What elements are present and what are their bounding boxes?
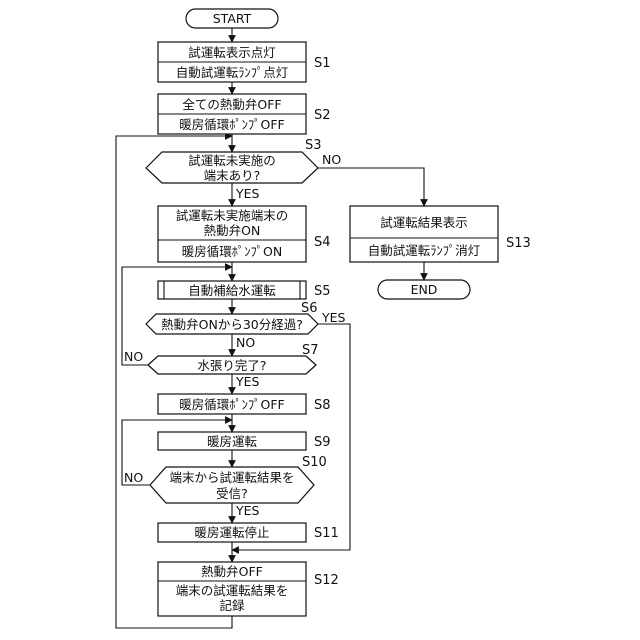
step-s4: 試運転未実施端末の 熱動弁ON 暖房循環ﾎﾟﾝﾌﾟON S4 <box>158 206 331 262</box>
step-s13-line2: 自動試運転ﾗﾝﾌﾟ消灯 <box>368 243 481 258</box>
decision-s7: 水張り完了? S7 NO YES <box>124 343 319 389</box>
step-s4-line2: 熱動弁ON <box>204 223 261 238</box>
decision-s7-line1: 水張り完了? <box>197 358 266 373</box>
step-s4-line1: 試運転未実施端末の <box>176 208 289 223</box>
decision-s10-no: NO <box>124 470 143 485</box>
decision-s3-line1: 試運転未実施の <box>188 153 276 168</box>
step-s5-line1: 自動補給水運転 <box>188 283 276 298</box>
step-s8-line1: 暖房循環ﾎﾟﾝﾌﾟOFF <box>179 397 284 412</box>
decision-s6-no: NO <box>236 335 255 350</box>
decision-s7-no: NO <box>124 349 143 364</box>
end-terminal: END <box>378 280 470 299</box>
step-s4-line3: 暖房循環ﾎﾟﾝﾌﾟON <box>182 244 282 259</box>
step-s13-line1: 試運転結果表示 <box>380 215 468 230</box>
step-s12-line3: 記録 <box>219 598 245 613</box>
decision-s10-line2: 受信? <box>216 486 248 501</box>
step-s5-id: S5 <box>314 284 331 299</box>
step-s1: 試運転表示点灯 自動試運転ﾗﾝﾌﾟ点灯 S1 <box>158 42 331 82</box>
end-label: END <box>411 282 438 297</box>
step-s11: 暖房運転停止 S11 <box>158 523 339 542</box>
decision-s10-line1: 端末から試運転結果を <box>169 470 294 485</box>
step-s1-line2: 自動試運転ﾗﾝﾌﾟ点灯 <box>176 65 289 80</box>
step-s9-id: S9 <box>314 435 331 450</box>
step-s2-line1: 全ての熱動弁OFF <box>182 97 281 112</box>
decision-s10-yes: YES <box>235 503 260 518</box>
decision-s6-yes: YES <box>321 310 346 325</box>
step-s5: 自動補給水運転 S5 <box>158 281 331 299</box>
step-s8: 暖房循環ﾎﾟﾝﾌﾟOFF S8 <box>158 394 331 414</box>
step-s9-line1: 暖房運転 <box>207 434 258 449</box>
step-s12-line2: 端末の試運転結果を <box>176 583 289 598</box>
step-s4-id: S4 <box>314 235 331 250</box>
decision-s10: 端末から試運転結果を 受信? S10 NO YES <box>124 455 327 518</box>
step-s11-line1: 暖房運転停止 <box>194 525 269 540</box>
decision-s7-id: S7 <box>302 343 319 358</box>
decision-s10-id: S10 <box>302 455 327 470</box>
decision-s3: 試運転未実施の 端末あり? S3 NO YES <box>146 138 341 201</box>
arrow-s3-no-s13 <box>318 168 424 206</box>
step-s12: 熱動弁OFF 端末の試運転結果を 記録 S12 <box>158 562 339 616</box>
step-s9: 暖房運転 S9 <box>158 432 331 450</box>
step-s2-line2: 暖房循環ﾎﾟﾝﾌﾟOFF <box>179 117 284 132</box>
start-label: START <box>213 11 252 26</box>
step-s2: 全ての熱動弁OFF 暖房循環ﾎﾟﾝﾌﾟOFF S2 <box>158 94 331 134</box>
step-s8-id: S8 <box>314 398 331 413</box>
decision-s3-id: S3 <box>305 138 322 153</box>
step-s11-id: S11 <box>314 526 339 541</box>
decision-s7-yes: YES <box>235 374 260 389</box>
decision-s3-yes: YES <box>235 186 260 201</box>
step-s13-id: S13 <box>506 236 531 251</box>
decision-s6-id: S6 <box>301 301 318 316</box>
decision-s3-line2: 端末あり? <box>204 168 261 183</box>
start-terminal: START <box>186 9 278 28</box>
step-s2-id: S2 <box>314 108 331 123</box>
step-s12-line1: 熱動弁OFF <box>201 564 263 579</box>
decision-s6-line1: 熱動弁ONから30分経過? <box>161 317 303 332</box>
decision-s3-no: NO <box>322 152 341 167</box>
step-s12-id: S12 <box>314 573 339 588</box>
step-s1-line1: 試運転表示点灯 <box>188 45 276 60</box>
step-s1-id: S1 <box>314 56 331 71</box>
step-s13: 試運転結果表示 自動試運転ﾗﾝﾌﾟ消灯 S13 <box>350 206 531 262</box>
